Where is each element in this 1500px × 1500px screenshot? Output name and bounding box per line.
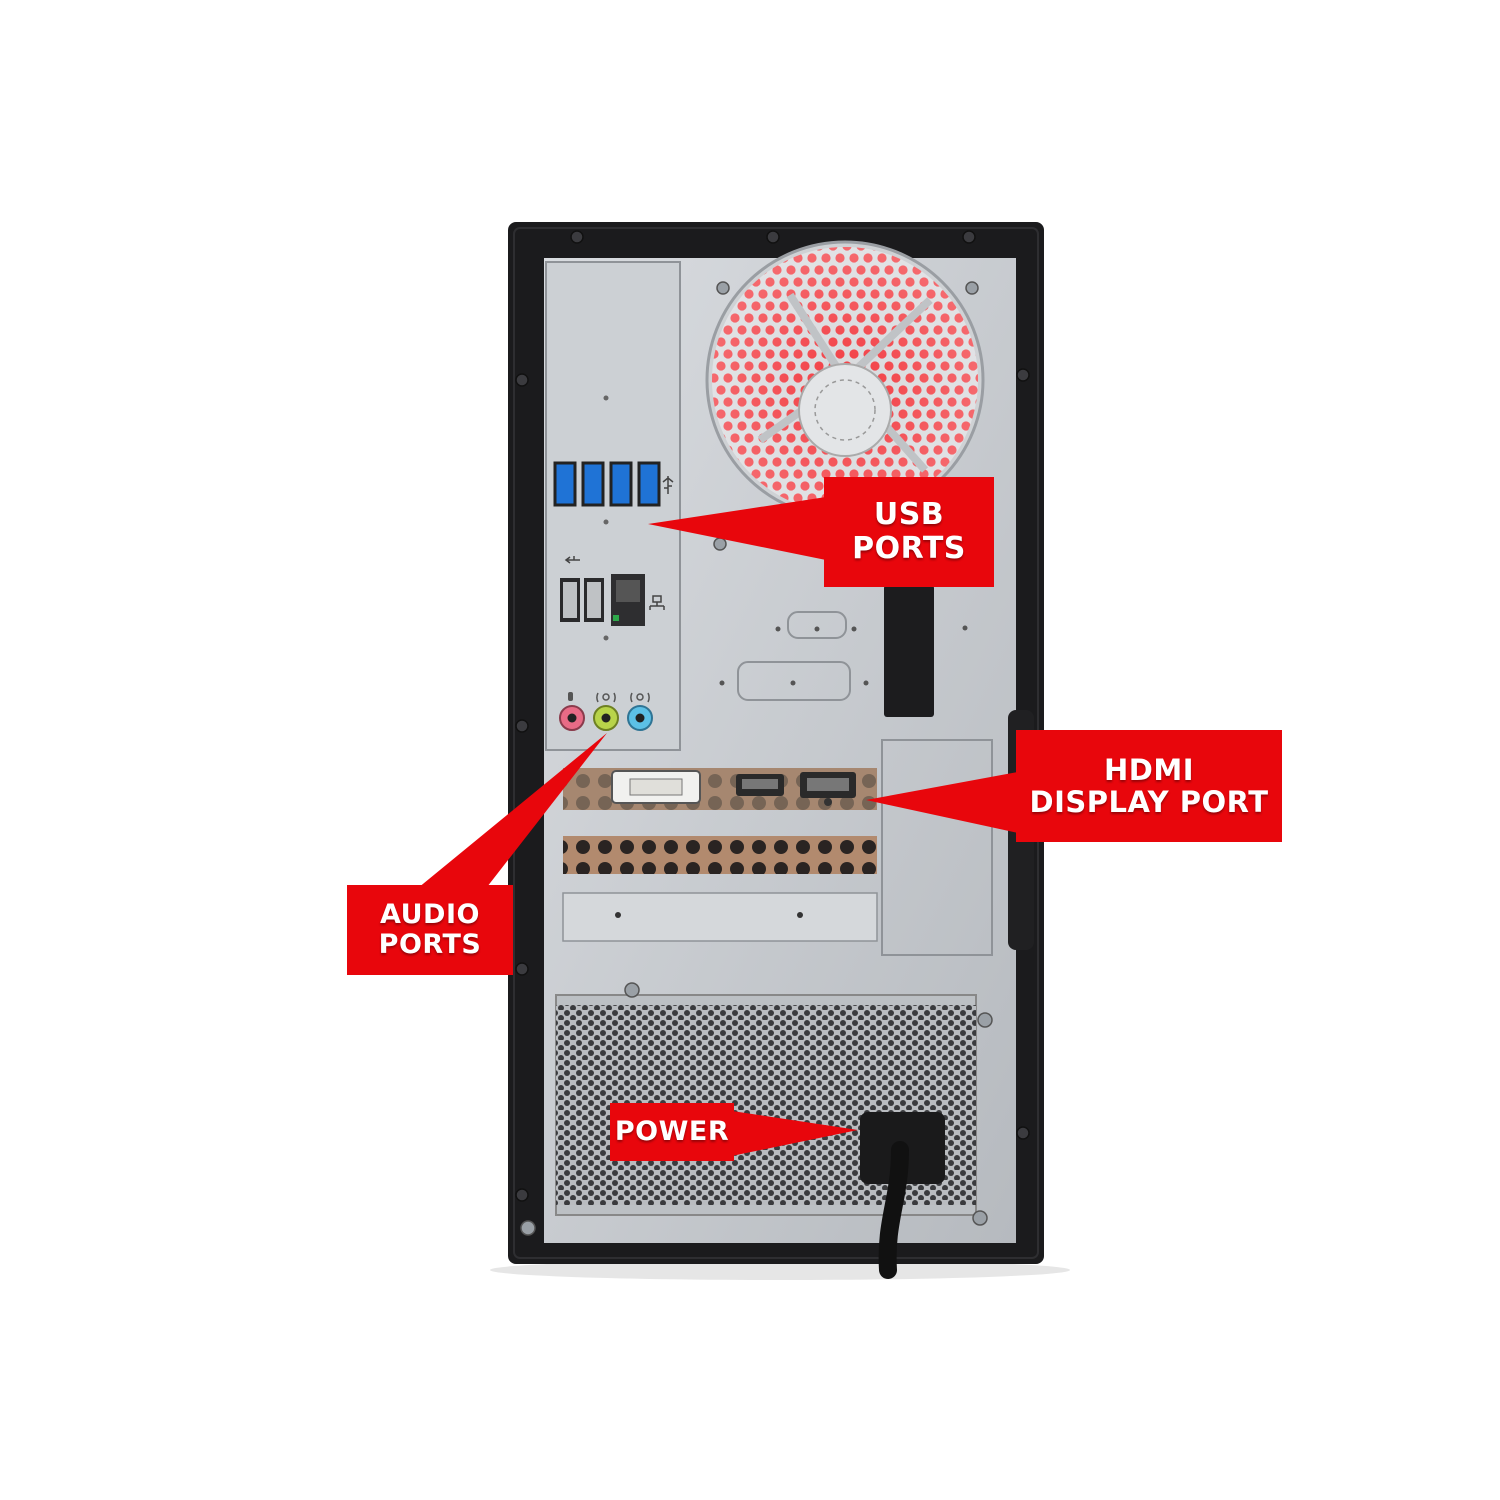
- usb-pointer: [648, 497, 826, 560]
- usb2-ports: [560, 578, 604, 622]
- usb-callout-line2: PORTS: [852, 531, 966, 566]
- usb3-ports: [553, 461, 661, 507]
- power-plug-icon: [860, 1112, 945, 1279]
- audio-ports-callout: AUDIO PORTS: [347, 885, 513, 975]
- slot-bracket: [881, 739, 993, 956]
- case-shadow: [490, 1260, 1070, 1280]
- ethernet-port: [611, 574, 645, 626]
- power-supply: [520, 982, 993, 1236]
- audio-callout-line1: AUDIO: [380, 898, 480, 930]
- audio-pointer: [418, 733, 607, 896]
- fan-grill: [705, 240, 985, 520]
- usb-icon: [564, 556, 580, 564]
- expansion-slot-cover: [562, 892, 878, 942]
- line-in-icon: [630, 692, 650, 703]
- hdmi-displayport-callout: HDMI DISPLAY PORT: [1016, 730, 1282, 842]
- power-callout-line1: POWER: [614, 1115, 730, 1147]
- power-callout: POWER: [610, 1103, 734, 1161]
- cable-grommet: [884, 585, 934, 717]
- hdmi-callout-line2: DISPLAY PORT: [1029, 785, 1269, 819]
- line-out-icon: [596, 692, 616, 703]
- power-pointer: [712, 1108, 858, 1160]
- ethernet-icon: [649, 595, 665, 610]
- usb-callout-line1: USB: [873, 497, 945, 533]
- hdmi-pointer: [866, 772, 1018, 833]
- audio-jacks: [559, 705, 653, 731]
- hdmi-callout-line1: HDMI: [1104, 752, 1194, 787]
- fan-screws: [713, 281, 979, 551]
- expansion-slot-vented: [563, 836, 877, 874]
- usb-ports-callout: USB PORTS: [824, 477, 994, 587]
- audio-callout-line2: PORTS: [378, 929, 482, 960]
- usb-icon: [662, 476, 674, 494]
- graphics-card: [563, 768, 877, 810]
- microphone-icon: [568, 692, 573, 701]
